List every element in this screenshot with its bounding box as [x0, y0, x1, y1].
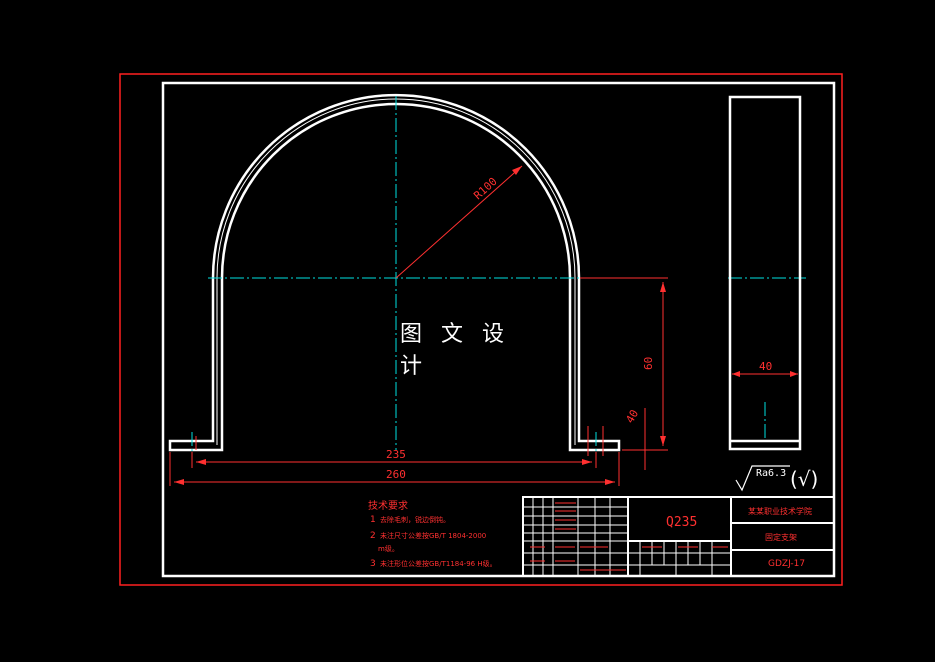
overall-width-dimension-label: 260	[386, 468, 406, 481]
inner-width-dimension-label: 235	[386, 448, 406, 461]
notes-item-1-num: 1	[370, 515, 376, 525]
centerlines	[191, 96, 806, 464]
material-label: Q235	[666, 515, 697, 530]
drawing-frame	[161, 81, 836, 578]
sheet-border	[119, 73, 843, 586]
dimension-lines	[169, 165, 798, 486]
roughness-label: Ra6.3	[756, 468, 786, 479]
title-block-grid	[523, 497, 731, 576]
bracket-side-view	[728, 95, 802, 451]
notes-item-3-num: 3	[370, 559, 376, 569]
notes-title: 技术要求	[368, 499, 408, 512]
notes-item-2-num: 2	[370, 531, 376, 541]
roughness-mark: (√)	[790, 467, 818, 491]
notes-item-2b-text: m级。	[378, 544, 399, 553]
notes-item-2-text: 未注尺寸公差按GB/T 1804-2000	[380, 531, 486, 540]
notes-item-3-text: 未注形位公差按GB/T1184-96 H级。	[380, 559, 497, 568]
company-name: 某某职业技术学院	[748, 506, 812, 516]
height-dimension-label: 60	[642, 357, 655, 370]
foot-dimension-label: 40	[623, 408, 641, 426]
drawing-number: GDZJ-17	[768, 559, 805, 569]
watermark-text: 图 文 设 计	[400, 322, 510, 379]
roughness-symbol	[735, 465, 790, 492]
title-block-red-fills	[530, 502, 728, 571]
part-name: 固定支架	[765, 532, 797, 542]
notes-item-1-text: 去除毛刺，锐边倒钝。	[380, 515, 450, 524]
bracket-front-view	[168, 93, 621, 452]
side-width-dimension-label: 40	[759, 360, 772, 373]
title-block	[522, 496, 835, 577]
dimension-arrows	[174, 166, 798, 485]
